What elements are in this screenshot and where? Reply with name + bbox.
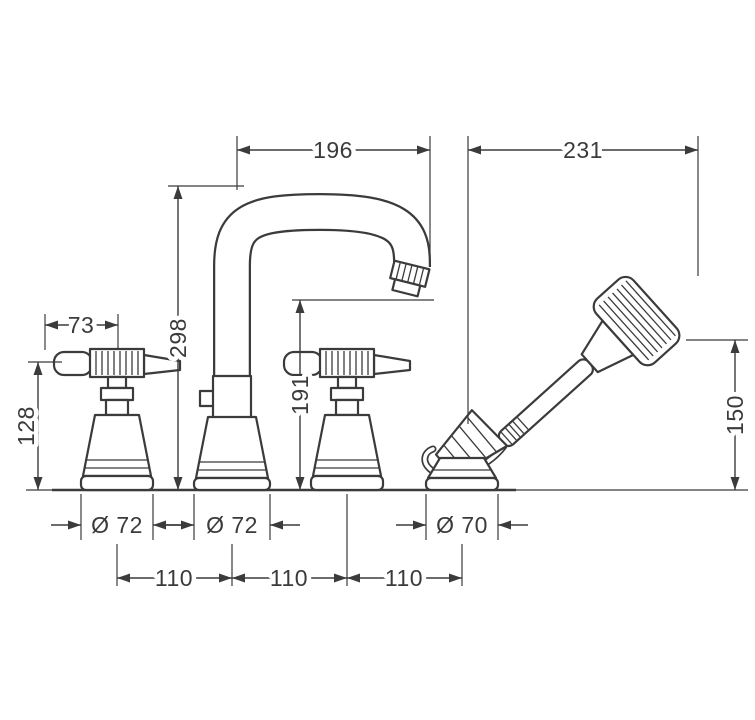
left-handle-valve (52, 347, 182, 492)
dim-label-spout-base-diameter: Ø 72 (206, 512, 258, 538)
dim-label-spout-height: 298 (165, 318, 191, 358)
dim-label-spacing-left: 110 (155, 565, 193, 591)
dim-shower-height: 150 (516, 339, 753, 491)
shower-base-plate (424, 476, 500, 492)
dim-lever-length: 73 (44, 308, 119, 350)
dim-label-shower-height: 150 (722, 395, 748, 435)
dim-label-spacing-center: 110 (270, 565, 308, 591)
dim-spout-height: 298 (161, 185, 244, 490)
dim-outlet-height: 191 (283, 299, 434, 490)
dim-handle-height: 128 (9, 361, 62, 491)
spout-tube-fill (215, 195, 429, 386)
dim-label-left-handle-base-diameter: Ø 72 (91, 512, 143, 538)
hand-shower (421, 275, 681, 492)
spout-outlet (389, 259, 431, 298)
dimension-annotations: 196 231 73 298 191 (9, 133, 753, 596)
dim-spout-reach: 196 (236, 133, 431, 256)
spout-base-plate (192, 476, 272, 492)
spout (192, 192, 431, 492)
dim-label-handle-height: 128 (13, 406, 39, 446)
dim-label-spacing-right: 110 (385, 565, 423, 591)
spout-base-bell (194, 415, 270, 480)
dim-label-shower-reach: 231 (563, 137, 603, 163)
dim-label-outlet-height: 191 (287, 375, 313, 415)
dim-label-shower-base-diameter: Ø 70 (436, 512, 488, 538)
dim-base-diameters: Ø 72 Ø 72 Ø 70 (51, 494, 528, 543)
shower-base-bell (426, 456, 498, 480)
dim-label-spout-reach: 196 (313, 137, 353, 163)
spout-column (211, 374, 253, 420)
fixture-drawing (52, 192, 681, 492)
right-handle-valve (282, 347, 412, 492)
dim-label-lever-length: 73 (68, 312, 95, 338)
dim-shower-reach: 231 (467, 133, 699, 424)
dim-spacings: 110 110 110 (116, 494, 463, 596)
